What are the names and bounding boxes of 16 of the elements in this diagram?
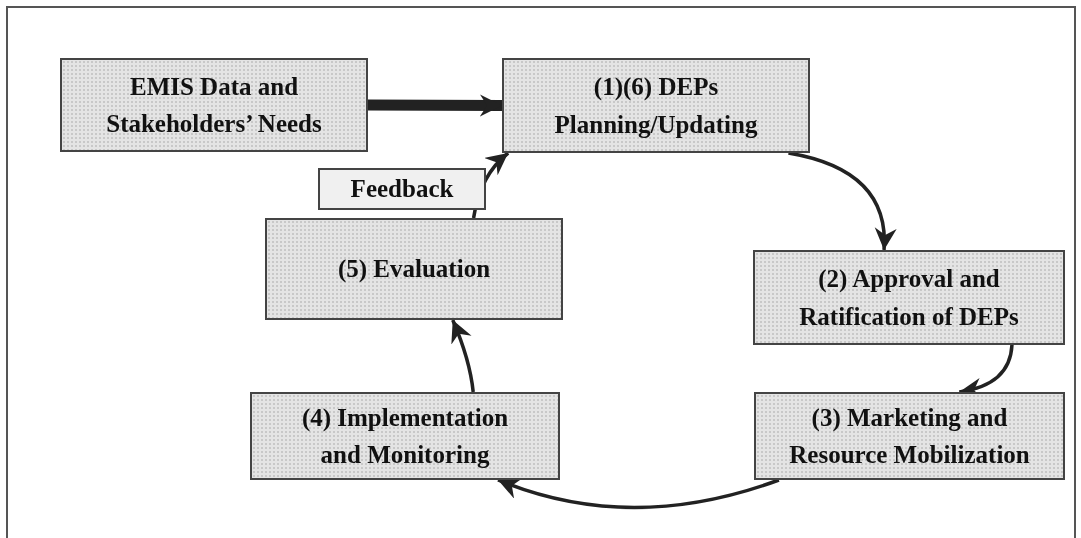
arrow (788, 151, 896, 251)
box-label: (4) Implementation and Monitoring (300, 402, 510, 470)
edge-label: Feedback (318, 168, 486, 210)
arrow (368, 94, 502, 117)
process-box (60, 58, 368, 152)
process-box (502, 58, 810, 153)
box-label: (3) Marketing and Resource Mobilization (788, 402, 1031, 470)
process-box (754, 392, 1065, 480)
box-label: (5) Evaluation (337, 254, 491, 285)
process-box (250, 392, 560, 480)
box-label: (2) Approval and Ratification of DEPs (798, 264, 1020, 332)
box-label: (1)(6) DEPs Planning/Updating (553, 72, 759, 140)
box-label: EMIS Data and Stakeholders’ Needs (105, 71, 323, 139)
process-box (265, 218, 563, 320)
arrow (451, 319, 475, 393)
process-box (753, 250, 1065, 345)
